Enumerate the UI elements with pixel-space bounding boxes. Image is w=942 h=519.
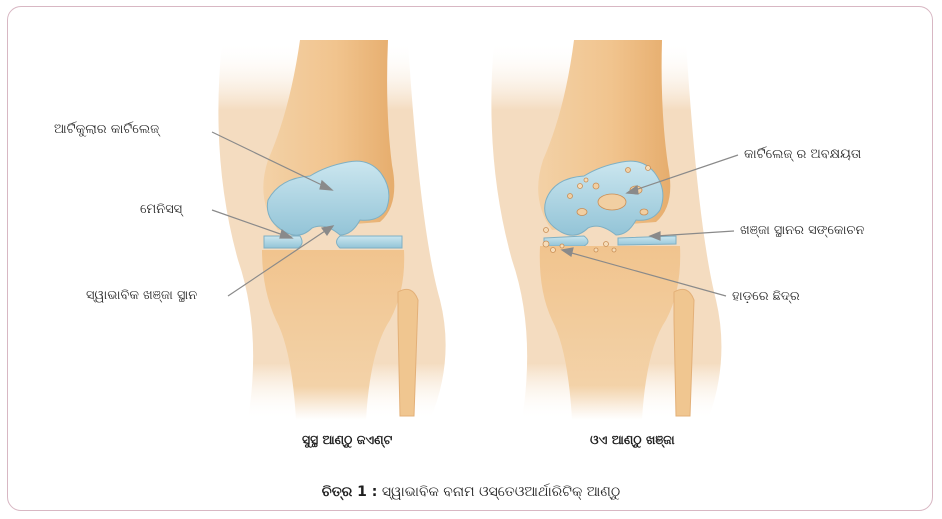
caption-oa-knee: ଓଏ ଆଣ୍ଠୁ ଖଞ୍ଜା bbox=[590, 432, 675, 448]
label-cartilage-degeneration: କାର୍ଟିଲେଜ୍ ର ଅବକ୍ଷୟତା bbox=[744, 147, 861, 163]
healthy-knee bbox=[218, 40, 445, 420]
figure-number: ଚିତ୍ର 1 : bbox=[322, 484, 378, 500]
label-normal-joint-space: ସ୍ୱାଭାବିକ ଖଞ୍ଜା ସ୍ଥାନ bbox=[86, 288, 197, 304]
figure-caption: ଚିତ୍ର 1 : ସ୍ୱାଭାବିକ ବନାମ ଓସ୍ତେଓଆର୍ଥାରିଟି… bbox=[0, 484, 942, 500]
label-articular-cartilage: ଆର୍ଟିକୁଲାର କାର୍ଟିଲେଜ୍ bbox=[54, 122, 159, 138]
figure-title: ସ୍ୱାଭାବିକ ବନାମ ଓସ୍ତେଓଆର୍ଥାରିଟିକ୍ ଆଣ୍ଠୁ bbox=[382, 484, 620, 500]
oa-knee bbox=[491, 40, 721, 420]
oa-fibula bbox=[674, 289, 694, 416]
label-bone-spurs: ହାଡ଼ରେ ଛିଦ୍ର bbox=[732, 289, 800, 305]
label-joint-space-narrowing: ଖଞ୍ଜା ସ୍ଥାନର ସଙ୍କୋଚନ bbox=[740, 223, 865, 239]
label-meniscus: ମେନିସସ୍ bbox=[140, 202, 182, 218]
caption-healthy-knee: ସୁସ୍ଥ ଆଣ୍ଠୁ ଜଏଣ୍ଟ bbox=[302, 432, 392, 448]
healthy-fibula bbox=[398, 289, 418, 416]
